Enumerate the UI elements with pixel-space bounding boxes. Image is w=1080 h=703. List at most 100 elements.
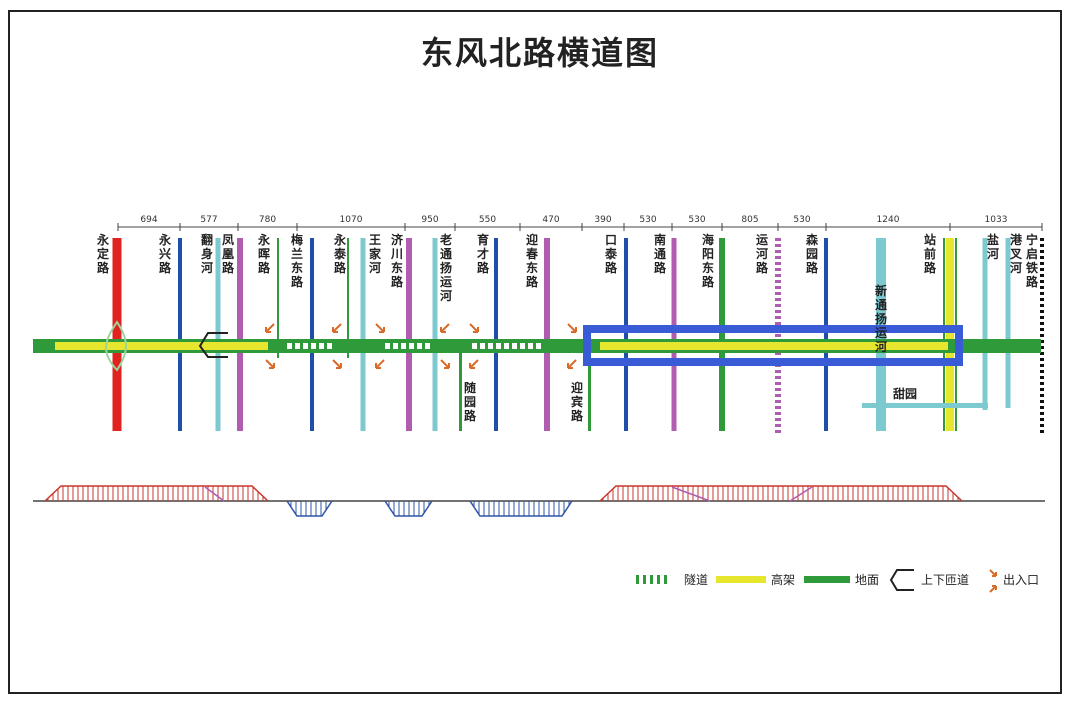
legend-exit-label: 出入口: [1003, 573, 1039, 587]
road-bar: [862, 403, 988, 408]
road-bar: [1040, 364, 1044, 367]
road-bar: [1040, 256, 1044, 259]
exit-arrow: [469, 323, 479, 333]
road-bar: [1040, 382, 1044, 385]
road-bar: [775, 244, 781, 247]
legend-exit-swatch: [989, 569, 997, 593]
road-bar: [1040, 238, 1044, 241]
exit-arrow: [567, 359, 577, 369]
road-bar: [775, 250, 781, 253]
tunnel-segment: [512, 343, 517, 349]
legend-elevated-swatch: [716, 576, 766, 583]
legend-tunnel-swatch: [643, 575, 646, 584]
road-labels: 永定路永兴路翻身河凤凰路永晖路梅兰东路永泰路王家河济川东路老通扬运河育才路迎春东…: [96, 232, 1039, 423]
road-bar: [1040, 328, 1044, 331]
distance-label: 1240: [877, 215, 900, 225]
distance-label: 530: [793, 215, 810, 225]
road-bar: [360, 238, 366, 431]
elevated-road: [55, 342, 268, 350]
road-bar: [775, 322, 781, 325]
road-bar: [775, 316, 781, 319]
road-bar: [775, 376, 781, 379]
road-bar: [1040, 298, 1044, 301]
mirror-label: 甜园: [893, 386, 917, 401]
legend-ramp-label: 上下匝道: [921, 573, 969, 587]
road-label: 宁启铁路: [1026, 232, 1039, 289]
profile-tunnel: [469, 500, 573, 517]
distance-label: 780: [259, 215, 276, 225]
tunnel-segment: [385, 343, 390, 349]
exit-arrow: [332, 323, 342, 333]
road-label: 永兴路: [158, 232, 172, 275]
road-bar: [112, 238, 122, 431]
road-bar: [1040, 424, 1044, 427]
road-bar: [671, 238, 677, 431]
road-bar: [775, 430, 781, 433]
road-bar: [1040, 346, 1044, 349]
road-bar: [1040, 316, 1044, 319]
road-bar: [1040, 262, 1044, 265]
road-bar: [775, 394, 781, 397]
distance-label: 390: [594, 215, 611, 225]
tunnel-segment: [311, 343, 316, 349]
road-bar: [237, 238, 243, 431]
road-bar: [824, 238, 828, 431]
road-label: 济川东路: [390, 232, 404, 289]
road-bar: [943, 238, 945, 431]
road-bar: [1040, 250, 1044, 253]
tunnel-segment: [295, 343, 300, 349]
tunnel-segment: [401, 343, 406, 349]
road-label: 海阳东路: [702, 232, 715, 289]
legend-elevated-label: 高架: [771, 572, 795, 587]
distance-label: 805: [741, 215, 758, 225]
cross-roads: [112, 238, 1044, 433]
tunnel-segment: [393, 343, 398, 349]
road-label: 南通路: [654, 232, 667, 275]
road-bar: [1040, 418, 1044, 421]
exit-arrow: [332, 359, 342, 369]
road-bar: [1040, 358, 1044, 361]
road-label: 永晖路: [257, 232, 271, 275]
road-bar: [1040, 292, 1044, 295]
road-bar: [459, 350, 462, 431]
road-bar: [1040, 268, 1044, 271]
legend-tunnel-swatch: [636, 575, 639, 584]
road-bar: [1040, 322, 1044, 325]
road-label: 王家河: [368, 233, 382, 275]
road-bar: [775, 304, 781, 307]
road-bar: [624, 238, 628, 431]
road-bar: [1040, 304, 1044, 307]
road-bar: [277, 238, 279, 338]
highlight-box: [583, 325, 963, 366]
road-bar: [775, 370, 781, 373]
road-label: 新通扬运河: [874, 283, 887, 354]
distance-label: 577: [200, 215, 217, 225]
tunnel-segment: [409, 343, 414, 349]
road-label: 口泰路: [604, 233, 618, 275]
road-bar: [1040, 376, 1044, 379]
road-bar: [775, 424, 781, 427]
road-bar: [775, 256, 781, 259]
road-bar: [1040, 388, 1044, 391]
road-bar: [775, 352, 781, 355]
road-bar: [178, 238, 182, 431]
road-bar: [1005, 238, 1011, 408]
elevated-road: [600, 342, 948, 350]
legend-ramp-swatch: [889, 569, 914, 591]
road-bar: [432, 238, 438, 431]
road-bar: [775, 292, 781, 295]
road-label: 森园路: [806, 232, 819, 275]
road-label: 育才路: [477, 232, 490, 275]
road-bar: [347, 238, 349, 338]
ramp-line: [789, 486, 813, 502]
exit-arrow: [265, 323, 275, 333]
tunnel-segment: [480, 343, 485, 349]
road-bar: [775, 310, 781, 313]
exit-arrow: [375, 359, 385, 369]
road-bar: [775, 238, 781, 241]
road-label: 港叉河: [1009, 232, 1023, 275]
distance-label: 950: [421, 215, 438, 225]
legend-ground-swatch: [804, 576, 850, 583]
tunnel-segment: [417, 343, 422, 349]
tunnel-segment: [496, 343, 501, 349]
